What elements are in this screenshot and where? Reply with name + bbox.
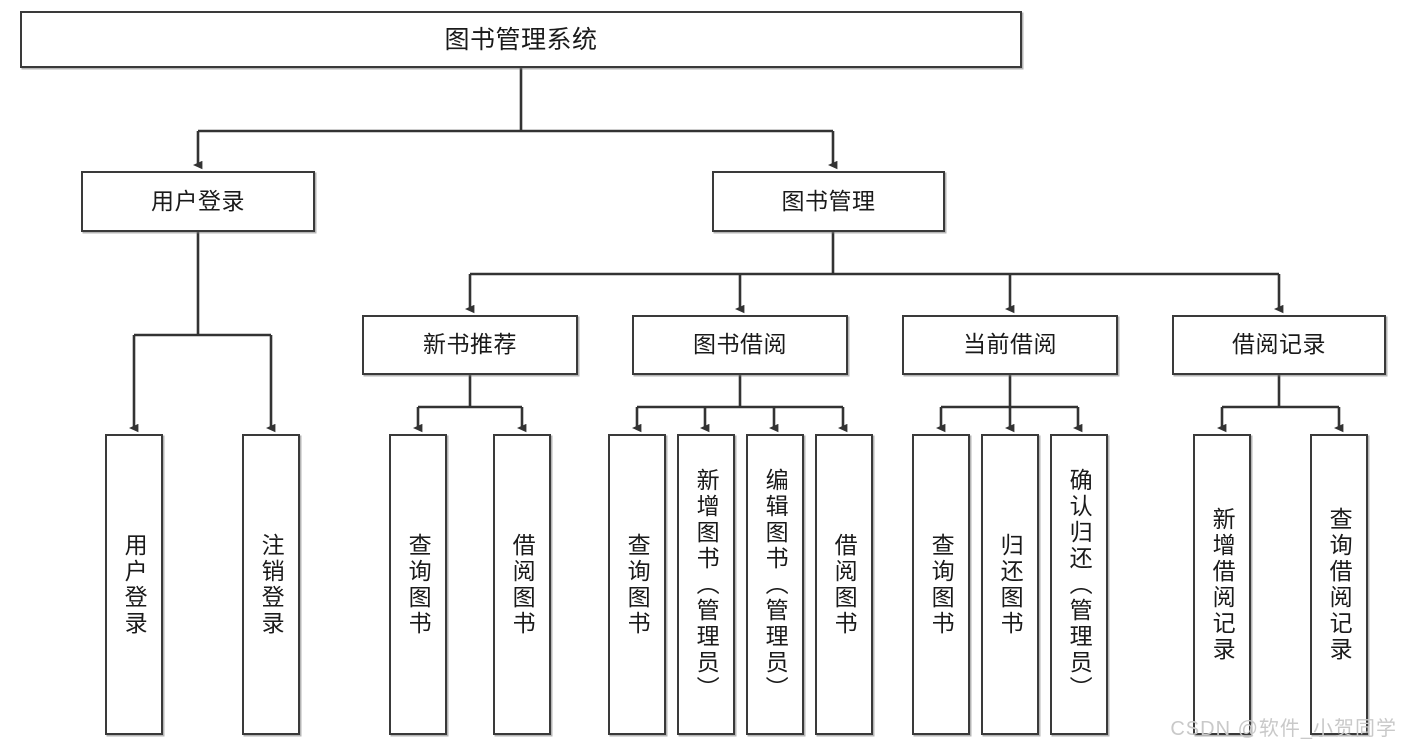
node-label: 当前借阅 — [963, 331, 1057, 358]
node-book-management[interactable]: 图书管理 — [712, 171, 945, 232]
leaf-record-add-record[interactable]: 新增借阅记录 — [1193, 434, 1251, 735]
node-label: 归还图书 — [997, 532, 1024, 637]
node-label: 编辑图书（管理员） — [762, 467, 789, 702]
node-new-book-recommend[interactable]: 新书推荐 — [362, 315, 578, 375]
node-current-borrow[interactable]: 当前借阅 — [902, 315, 1118, 375]
node-label: 借阅图书 — [831, 532, 858, 637]
leaf-newbook-query-book[interactable]: 查询图书 — [389, 434, 447, 735]
leaf-borrow-edit-book-admin[interactable]: 编辑图书（管理员） — [746, 434, 804, 735]
csdn-watermark: CSDN @软件_小贺同学 — [1170, 718, 1397, 740]
node-label: 借阅图书 — [509, 532, 536, 637]
leaf-borrow-borrow-book[interactable]: 借阅图书 — [815, 434, 873, 735]
node-label: 新增图书（管理员） — [693, 467, 720, 702]
leaf-borrow-query-book[interactable]: 查询图书 — [608, 434, 666, 735]
node-label: 图书借阅 — [693, 331, 787, 358]
leaf-user-login-signin[interactable]: 用户登录 — [105, 434, 163, 735]
node-label: 新增借阅记录 — [1209, 506, 1236, 663]
leaf-current-confirm-return-admin[interactable]: 确认归还（管理员） — [1050, 434, 1108, 735]
node-label: 查询图书 — [405, 532, 432, 637]
node-label: 确认归还（管理员） — [1066, 467, 1093, 702]
node-system-root[interactable]: 图书管理系统 — [20, 11, 1022, 68]
node-book-borrow[interactable]: 图书借阅 — [632, 315, 848, 375]
node-label: 查询借阅记录 — [1326, 506, 1353, 663]
node-label: 查询图书 — [624, 532, 651, 637]
node-label: 新书推荐 — [423, 331, 517, 358]
node-label: 查询图书 — [928, 532, 955, 637]
node-user-login[interactable]: 用户登录 — [81, 171, 315, 232]
leaf-current-return-book[interactable]: 归还图书 — [981, 434, 1039, 735]
node-label: 用户登录 — [151, 187, 245, 214]
leaf-current-query-book[interactable]: 查询图书 — [912, 434, 970, 735]
node-label: 图书管理系统 — [444, 25, 598, 54]
node-borrow-record[interactable]: 借阅记录 — [1172, 315, 1386, 375]
node-label: 用户登录 — [121, 532, 148, 637]
leaf-record-query-record[interactable]: 查询借阅记录 — [1310, 434, 1368, 735]
leaf-newbook-borrow-book[interactable]: 借阅图书 — [493, 434, 551, 735]
leaf-borrow-add-book-admin[interactable]: 新增图书（管理员） — [677, 434, 735, 735]
node-label: 注销登录 — [258, 532, 285, 637]
node-label: 图书管理 — [781, 187, 876, 214]
node-label: 借阅记录 — [1232, 331, 1326, 358]
leaf-user-login-signout[interactable]: 注销登录 — [242, 434, 300, 735]
